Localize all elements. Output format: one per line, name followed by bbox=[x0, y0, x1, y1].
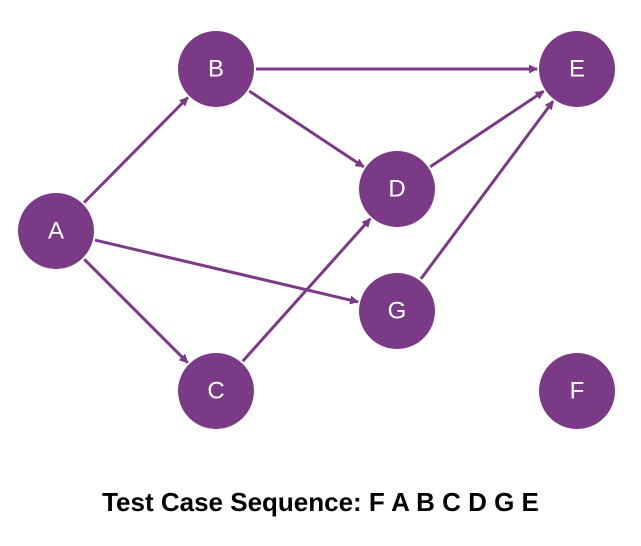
nodes-layer: A B C D E F G bbox=[18, 31, 615, 429]
node-b-circle bbox=[178, 31, 254, 107]
node-a-label: A bbox=[48, 218, 64, 245]
edge-b-to-d bbox=[248, 89, 365, 169]
edges-layer bbox=[83, 64, 555, 364]
node-g-label: G bbox=[388, 298, 407, 325]
node-c-circle bbox=[178, 353, 254, 429]
node-c-label: C bbox=[207, 378, 224, 405]
edge-c-to-d bbox=[241, 217, 372, 363]
edge-a-to-c bbox=[83, 258, 189, 364]
edge-g-to-e bbox=[419, 100, 555, 280]
node-e-label: E bbox=[569, 56, 585, 83]
node-d-circle bbox=[359, 151, 435, 227]
node-d-label: D bbox=[388, 176, 405, 203]
edge-d-to-e bbox=[429, 89, 545, 169]
node-f: F bbox=[539, 353, 615, 429]
node-e-circle bbox=[539, 31, 615, 107]
node-g: G bbox=[359, 273, 435, 349]
node-e: E bbox=[539, 31, 615, 107]
node-d: D bbox=[359, 151, 435, 227]
node-f-circle bbox=[539, 353, 615, 429]
edge-a-to-b bbox=[83, 96, 189, 204]
node-a-circle bbox=[18, 193, 94, 269]
node-c: C bbox=[178, 353, 254, 429]
test-case-sequence-caption: Test Case Sequence: F A B C D G E bbox=[102, 487, 539, 517]
node-b-label: B bbox=[208, 56, 224, 83]
node-a: A bbox=[18, 193, 94, 269]
node-g-circle bbox=[359, 273, 435, 349]
edge-a-to-g bbox=[94, 238, 359, 305]
node-b: B bbox=[178, 31, 254, 107]
node-f-label: F bbox=[570, 378, 585, 405]
